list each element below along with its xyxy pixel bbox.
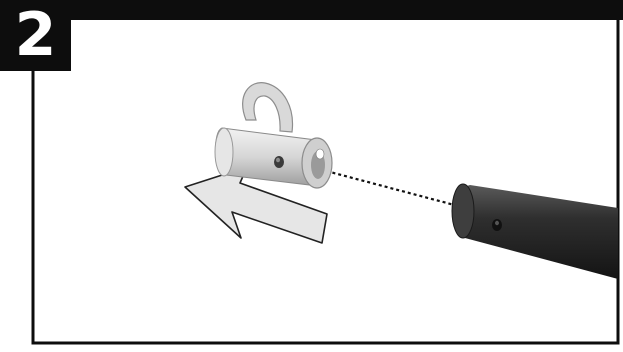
tube-connector-with-loop-icon <box>214 82 333 189</box>
alignment-dotted-line <box>314 166 463 209</box>
step-number: 2 <box>14 0 57 70</box>
top-bar <box>0 0 623 20</box>
panel-frame <box>31 16 620 345</box>
pole-tube-icon <box>451 183 618 279</box>
step-number-badge: 2 <box>0 0 71 71</box>
